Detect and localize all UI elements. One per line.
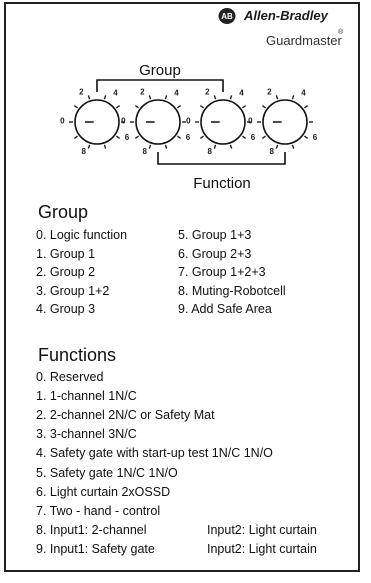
dial-knob [135,99,181,145]
dial-label: 2 [205,88,210,97]
function-item: 4. Safety gate with start-up test 1N/C 1… [36,446,273,461]
function-item: 0. Reserved [36,370,104,384]
dial-label: 8 [269,147,274,156]
dial-tick [242,104,247,109]
dial-tick [103,95,107,100]
group-item: 1. Group 1 [36,246,96,261]
dial-label: 4 [239,89,244,98]
dial-knob [74,99,120,145]
dial-label: 2 [140,88,145,97]
group-bracket: Group [96,62,224,92]
rotary-dial: 0 2 4 6 8 [121,88,191,157]
brand-name: Allen-Bradley [244,8,328,23]
dial-label: 8 [207,147,212,156]
function-item: 6. Light curtain 2xOSSD [36,484,171,499]
rotary-dials: Group Function 0 2 4 6 8 0 2 4 6 8 0 2 4 6 8 0 2 4 6 8 [60,62,318,192]
dial-tick [177,104,182,109]
dial-tick [116,135,121,140]
dial-tick [134,104,139,109]
dial-tick [229,144,233,149]
dial-tick [177,135,182,140]
dial-tick [291,144,295,149]
dial-tick [213,95,217,100]
dial-tick [242,135,247,140]
product-name: Guardmaster [266,33,342,48]
function-bracket-label: Function [193,175,251,192]
function-item: 3. 3-channel 3N/C [36,427,137,442]
group-item: 4. Group 3 [36,302,96,316]
dial-label: 6 [251,133,256,142]
dial-tick [73,104,78,109]
dial-tick [275,95,279,100]
dial-knob [262,99,308,145]
dial-knob [200,99,246,145]
dial-tick [73,135,78,140]
dial-tick [291,95,295,100]
dial-label: 6 [125,133,130,142]
dial-tick [87,144,91,149]
dial-label: 8 [81,147,86,156]
group-item: 8. Muting-Robotcell [178,283,286,298]
guardmaster-logo: Guardmaster ® [266,29,346,53]
function-8-input2: Input2: Light curtain [207,523,317,537]
allen-bradley-logo-icon: AB [218,8,236,24]
group-item: 6. Group 2+3 [178,246,252,261]
dial-label: 4 [301,89,306,98]
function-item: 7. Two - hand - control [36,503,161,518]
group-item: 5. Group 1+3 [178,228,252,242]
dial-tick [134,135,139,140]
dial-label: 6 [313,133,318,142]
dial-label: 8 [142,147,147,156]
dial-tick [275,144,279,149]
function-9-input2: Input2: Light curtain [207,542,317,556]
ab-logo-text: AB [221,12,233,21]
dial-label: 4 [113,89,118,98]
function-item: 1. 1-channel 1N/C [36,389,137,404]
dial-tick [148,144,152,149]
dial-tick [87,95,91,100]
dial-tick [199,104,204,109]
dial-tick [304,104,309,109]
dial-label: 2 [267,88,272,97]
group-section-title: Group [38,202,89,222]
group-item: 7. Group 1+2+3 [178,265,266,279]
dial-tick [229,95,233,100]
dial-label: 0 [248,117,253,126]
rotary-dial: 0 2 4 6 8 [60,88,130,157]
dial-tick [213,144,217,149]
dial-tick [261,135,266,140]
group-item: 2. Group 2 [36,265,96,279]
dial-tick [148,95,152,100]
function-bracket: Function [157,152,286,192]
group-bracket-label: Group [139,62,181,79]
function-item: 8. Input1: 2-channel [36,522,147,537]
rotary-dial: 0 2 4 6 8 [248,88,318,157]
functions-section-title: Functions [38,345,117,365]
dial-label: 0 [121,117,126,126]
dial-tick [164,95,168,100]
label-card [4,2,360,572]
dial-label: 0 [60,117,65,126]
dial-label: 4 [174,89,179,98]
group-item: 3. Group 1+2 [36,283,110,298]
dial-tick [164,144,168,149]
registered-mark: ® [338,29,344,36]
rotary-dial: 0 2 4 6 8 [186,88,256,157]
dial-label: 6 [186,133,191,142]
function-item: 2. 2-channel 2N/C or Safety Mat [36,408,215,423]
group-item: 9. Add Safe Area [178,302,272,316]
dial-tick [103,144,107,149]
function-item: 5. Safety gate 1N/C 1N/O [36,465,178,480]
dial-tick [304,135,309,140]
dial-tick [261,104,266,109]
group-item: 0. Logic function [36,228,128,242]
dial-label: 2 [79,88,84,97]
function-item: 9. Input1: Safety gate [36,541,155,556]
dial-tick [199,135,204,140]
dial-label: 0 [186,117,191,126]
dial-tick [116,104,121,109]
